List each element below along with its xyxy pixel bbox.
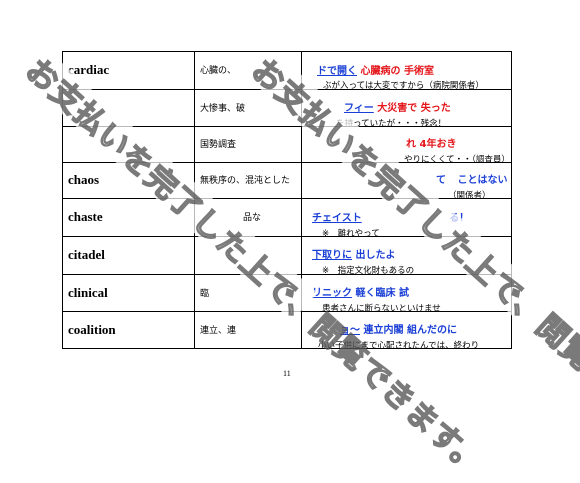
vocab-mnemonic: リニック 軽く臨床 試 — [312, 288, 409, 299]
table-rule — [62, 198, 512, 199]
vocab-word: cardiac — [68, 62, 110, 77]
vocab-meaning: 大惨事、破 — [200, 104, 246, 114]
vocab-meaning: 国勢調査 — [200, 140, 237, 150]
vocab-word: chaste — [68, 209, 103, 224]
table-rule — [62, 126, 512, 127]
vocab-mnemonic: ドで開く 心臓病の 手術室 — [317, 66, 434, 77]
vocab-note: やりにくくて・・（調査員） — [404, 155, 510, 165]
vocab-note: 小い子供にまで心配されたんでは、終わり — [318, 341, 480, 351]
vocab-word: clinical — [68, 285, 108, 300]
vocab-note: （関係者） — [448, 191, 491, 201]
vocab-mnemonic: て ことはない — [436, 175, 508, 186]
vocab-note: ※ 離れやって — [322, 229, 380, 239]
vocab-meaning: 連立、連 — [200, 326, 237, 336]
vocab-word: citadel — [68, 247, 105, 262]
vocab-meaning: 心臓の、 — [200, 66, 237, 76]
vocab-note: ぶが入っては大変ですから（病院関係者） — [323, 81, 484, 91]
page-number: 11 — [283, 369, 291, 378]
table-rule — [62, 51, 63, 349]
vocab-meaning: 無秩序の、混沌とした — [200, 176, 291, 186]
vocab-mnemonic: れ 4年おき — [406, 139, 457, 150]
table-rule — [511, 51, 512, 349]
table-rule — [62, 51, 512, 52]
vocab-mnemonic: 下取りに 出したよ — [312, 250, 396, 261]
document-page: cardiac 心臓の、 ドで開く 心臓病の 手術室 ぶが入っては大変ですから（… — [18, 51, 580, 483]
vocab-mnemonic: ョ～ 連立内閣 組んだのに — [340, 325, 457, 336]
table-rule — [62, 236, 512, 237]
vocab-meaning: 臨 — [200, 289, 210, 299]
vocab-note: 患者さんに断らないといけませ — [322, 304, 441, 314]
vocab-word: chaos — [68, 172, 100, 187]
vocab-word: coalition — [68, 322, 116, 337]
vocab-note: を持っていたが・・・残念！ — [336, 119, 447, 129]
table-rule — [62, 348, 512, 349]
vocab-mnemonic: フィー 大災害で 失った — [344, 103, 451, 114]
vocab-meaning: 品な — [243, 213, 262, 223]
table-rule — [62, 162, 512, 163]
table-rule — [301, 51, 302, 349]
vocab-note: ※ 指定文化財もあるの — [322, 266, 415, 276]
